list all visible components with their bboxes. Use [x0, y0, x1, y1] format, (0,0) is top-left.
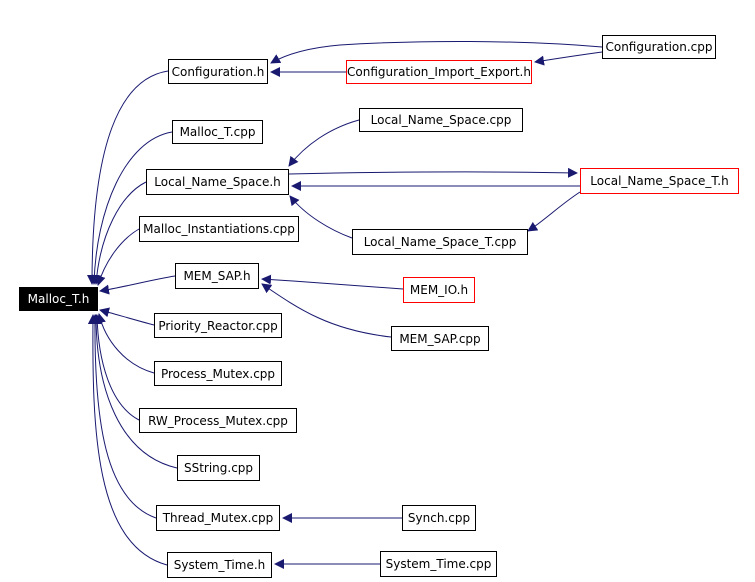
node-sstring-cpp[interactable]: SString.cpp [177, 455, 260, 481]
edge-malloc-t-cpp-to-malloc-t-h [89, 131, 173, 285]
edge-mem-io-h-to-mem-sap-h [261, 274, 404, 290]
node-label: Process_Mutex.cpp [160, 366, 276, 381]
edge-malloc-instantiations-cpp-to-malloc-t-h [95, 228, 140, 286]
edge-local-name-space-t-cpp-to-local-name-space-h [289, 195, 353, 239]
node-process-mutex-cpp[interactable]: Process_Mutex.cpp [154, 361, 282, 386]
node-mem-sap-cpp[interactable]: MEM_SAP.cpp [391, 326, 489, 351]
node-label: Malloc_T.h [27, 292, 90, 306]
node-label: Malloc_T.cpp [179, 125, 256, 139]
node-local-name-space-cpp[interactable]: Local_Name_Space.cpp [359, 108, 523, 132]
edge-configuration-cpp-to-configuration-h [270, 40, 603, 64]
node-label: MEM_SAP.h [183, 269, 251, 283]
node-label: System_Time.h [173, 558, 266, 572]
node-label: System_Time.cpp [385, 557, 492, 571]
node-label: RW_Process_Mutex.cpp [148, 413, 288, 428]
node-label: Configuration_Import_Export.h [347, 65, 531, 79]
node-rw-process-mutex-cpp[interactable]: RW_Process_Mutex.cpp [139, 408, 297, 433]
node-system-time-cpp[interactable]: System_Time.cpp [380, 551, 497, 577]
node-label: Malloc_Instantiations.cpp [143, 222, 295, 236]
node-label: Synch.cpp [407, 511, 471, 525]
node-label: Configuration.h [171, 64, 265, 79]
node-label: MEM_SAP.cpp [399, 331, 481, 346]
edge-priority-reactor-cpp-to-malloc-t-h [99, 307, 155, 326]
node-synch-cpp[interactable]: Synch.cpp [402, 505, 476, 531]
node-label: Thread_Mutex.cpp [162, 511, 274, 525]
edge-sstring-cpp-to-malloc-t-h [91, 314, 178, 469]
edge-local-name-space-h-to-local-name-space-t-h [288, 167, 578, 178]
node-label: MEM_IO.h [409, 283, 469, 297]
node-label: Configuration.cpp [605, 40, 713, 54]
node-mem-io-h[interactable]: MEM_IO.h [403, 277, 475, 303]
node-label: Local_Name_Space_T.h [590, 174, 729, 188]
edge-thread-mutex-cpp-to-malloc-t-h [89, 314, 157, 519]
node-configuration-h[interactable]: Configuration.h [168, 59, 268, 84]
node-priority-reactor-cpp[interactable]: Priority_Reactor.cpp [154, 313, 282, 338]
node-malloc-t-h[interactable]: Malloc_T.h [19, 287, 98, 311]
node-configuration-import-export-h[interactable]: Configuration_Import_Export.h [346, 60, 532, 84]
edge-local-name-space-h-to-malloc-t-h [91, 181, 147, 285]
node-label: SString.cpp [183, 461, 254, 475]
edge-rw-process-mutex-cpp-to-malloc-t-h [92, 314, 140, 421]
node-label: Local_Name_Space_T.cpp [363, 235, 517, 249]
edge-mem-sap-h-to-malloc-t-h [99, 275, 176, 295]
node-label: Local_Name_Space.cpp [370, 113, 512, 127]
node-configuration-cpp[interactable]: Configuration.cpp [602, 35, 716, 59]
node-local-name-space-t-h[interactable]: Local_Name_Space_T.h [580, 168, 739, 194]
edge-mem-sap-cpp-to-mem-sap-h [261, 283, 392, 338]
node-label: Local_Name_Space.h [154, 175, 281, 189]
edge-local-name-space-cpp-to-local-name-space-h [288, 119, 360, 167]
node-thread-mutex-cpp[interactable]: Thread_Mutex.cpp [156, 505, 280, 531]
node-local-name-space-h[interactable]: Local_Name_Space.h [146, 169, 289, 195]
node-mem-sap-h[interactable]: MEM_SAP.h [175, 263, 259, 289]
edge-configuration-cpp-to-configuration-import-export-h [534, 51, 603, 66]
node-local-name-space-t-cpp[interactable]: Local_Name_Space_T.cpp [352, 229, 528, 255]
node-malloc-t-cpp[interactable]: Malloc_T.cpp [172, 120, 263, 144]
node-label: Priority_Reactor.cpp [158, 318, 278, 333]
edge-system-time-h-to-malloc-t-h [87, 314, 168, 566]
node-system-time-h[interactable]: System_Time.h [167, 552, 272, 578]
edge-layer [87, 40, 603, 569]
edge-local-name-space-t-h-to-local-name-space-t-cpp [527, 191, 581, 232]
node-malloc-instantiations-cpp[interactable]: Malloc_Instantiations.cpp [139, 216, 299, 242]
edge-configuration-h-to-malloc-t-h [87, 70, 169, 285]
